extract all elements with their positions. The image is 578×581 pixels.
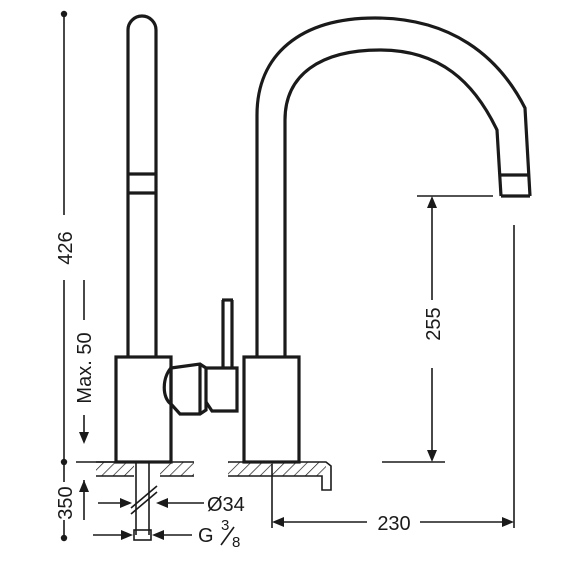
dimension-line-diameter <box>98 498 204 508</box>
thread-label: G <box>198 525 214 547</box>
max-deck-label: Max. 50 <box>74 332 96 403</box>
faucet-side-view <box>114 14 239 535</box>
dimension-line-spout-reach <box>271 225 515 528</box>
dimension-line-spout-height <box>382 195 493 463</box>
total-height-label: 426 <box>55 231 77 264</box>
thread-numerator: 3 <box>221 517 229 534</box>
dimension-line-thread <box>93 529 192 541</box>
thread-denominator: 8 <box>232 534 240 551</box>
below-deck-label: 350 <box>55 486 77 519</box>
spout-reach-label: 230 <box>377 513 410 535</box>
diameter-label: Ø34 <box>207 494 245 516</box>
thread-fraction-bar <box>220 526 235 546</box>
spout-height-label: 255 <box>423 307 445 340</box>
faucet-front-view <box>242 16 532 464</box>
dimension-line-total-height <box>60 10 68 466</box>
countertop <box>96 461 332 491</box>
dimension-line-below-deck <box>60 462 89 542</box>
